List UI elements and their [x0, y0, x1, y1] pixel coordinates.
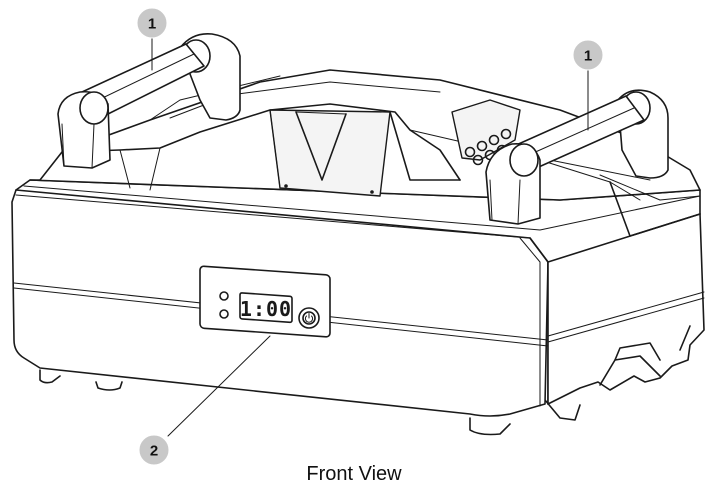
callout-1-right-label: 1 [584, 48, 592, 65]
lid-center-recess [269, 109, 391, 197]
housing-right-side [547, 213, 705, 405]
indicator-led-top [219, 291, 229, 301]
digital-display [239, 292, 293, 324]
device-housing [11, 179, 705, 436]
power-button[interactable] [298, 307, 320, 329]
right-handle [485, 89, 669, 225]
control-panel: 1:00 [199, 265, 331, 338]
callout-1-left: 1 [136, 7, 168, 39]
callout-1-right: 1 [572, 39, 604, 71]
display-reading: 1:00 [240, 297, 292, 321]
left-handle [57, 32, 241, 169]
power-icon [304, 313, 314, 323]
callout-1-left-label: 1 [148, 16, 156, 33]
figure-caption: Front View [306, 463, 402, 485]
connector-cluster [451, 99, 521, 166]
callout-2-label: 2 [150, 443, 158, 460]
indicator-led-bottom [219, 309, 229, 319]
callout-2: 2 [138, 434, 170, 466]
